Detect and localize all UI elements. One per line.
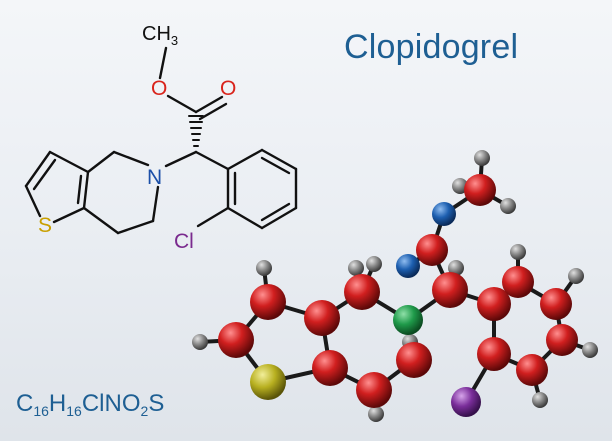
methyl-label: CH3: [142, 23, 178, 48]
nitrogen-label: N: [147, 166, 162, 189]
oxygen-atoms: [396, 202, 456, 278]
carbonyl-oxygen-label: O: [220, 77, 236, 100]
sulfur-atom: [250, 364, 286, 400]
nitrogen-atom: [393, 305, 423, 335]
chlorine-atom: [451, 387, 481, 417]
ball-and-stick-model: [192, 150, 598, 422]
ester-oxygen-label: O: [151, 77, 167, 100]
carbon-atoms: [218, 174, 578, 408]
molecule-title: Clopidogrel: [344, 28, 519, 66]
molecular-formula: C16H16ClNO2S: [16, 390, 165, 419]
sulfur-label: S: [38, 214, 52, 237]
skeletal-formula: [24, 46, 298, 235]
hydrogen-atoms: [192, 150, 598, 422]
chlorine-label: Cl: [174, 230, 194, 253]
